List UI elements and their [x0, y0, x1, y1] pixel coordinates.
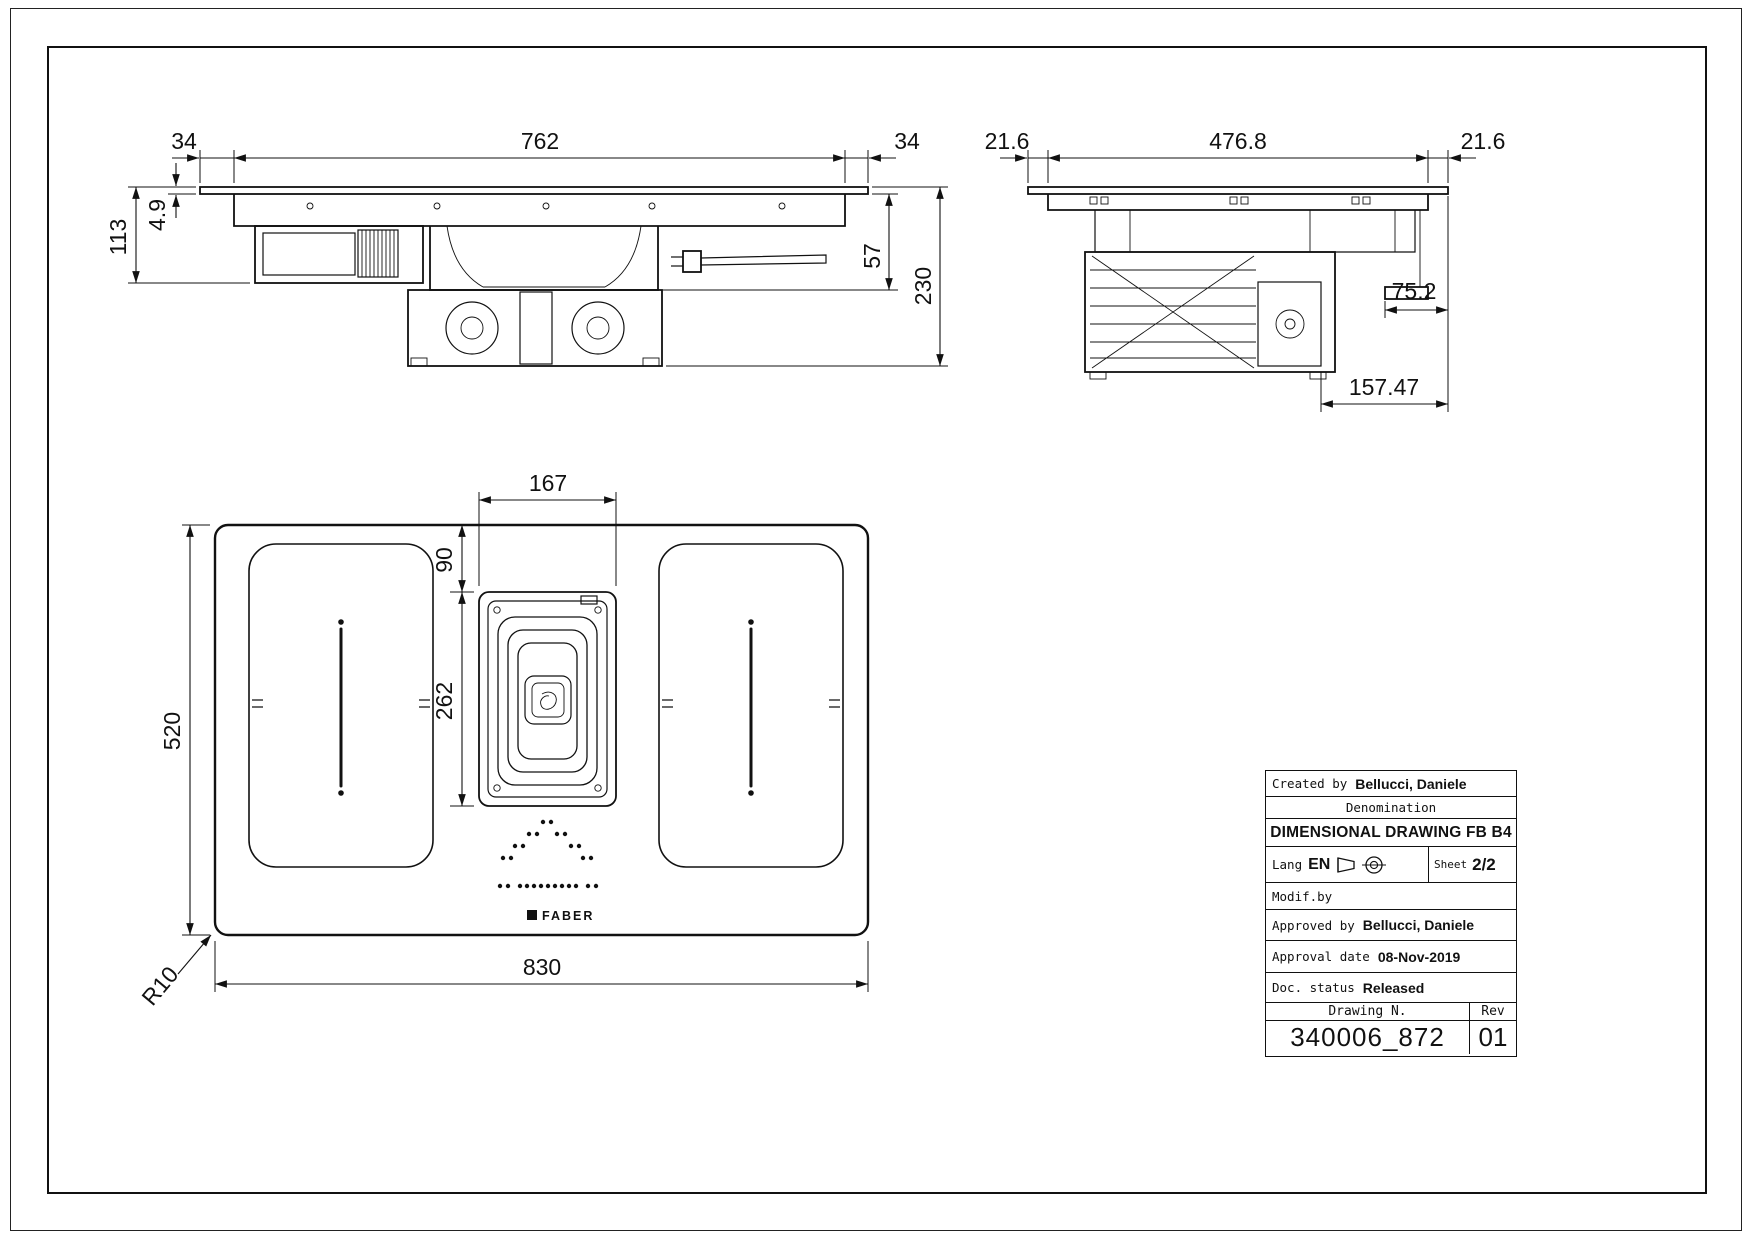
dim-front-box-height: 113: [105, 219, 131, 256]
lang-cell: Lang EN: [1266, 847, 1428, 882]
doc-status-label: Doc. status: [1272, 980, 1355, 995]
drawing-number-value: 340006_872: [1290, 1022, 1445, 1052]
denomination-value: DIMENSIONAL DRAWING FB B4: [1270, 823, 1512, 841]
title-block-approved-row: Approved by Bellucci, Daniele: [1266, 910, 1516, 941]
dim-front-duct-height: 57: [859, 243, 885, 269]
dim-side-left-margin: 21.6: [985, 128, 1030, 154]
doc-status-value: Released: [1362, 979, 1425, 996]
title-block-denomination-row: DIMENSIONAL DRAWING FB B4: [1266, 819, 1516, 847]
sheet-cell: Sheet 2/2: [1428, 847, 1516, 882]
brand-logo-text: FABER: [542, 909, 594, 923]
revision-value: 01: [1478, 1022, 1508, 1052]
title-block-approval-date-row: Approval date 08-Nov-2019: [1266, 941, 1516, 973]
title-block-created-by-row: Created by Bellucci, Daniele: [1266, 771, 1516, 797]
plan-view-dimensions: 167 90 262 520 830 R10: [136, 470, 869, 1010]
denomination-label: Denomination: [1345, 800, 1437, 815]
control-panel-dots[interactable]: [497, 819, 599, 889]
hob-outline: [213, 523, 870, 937]
approval-date-label: Approval date: [1272, 949, 1370, 964]
dim-plan-grill-height: 262: [431, 682, 457, 720]
dim-front-glass-thickness: 4.9: [144, 199, 170, 231]
mounting-bracket: [1384, 286, 1429, 300]
dim-plan-width: 830: [523, 954, 561, 980]
lang-value: EN: [1308, 855, 1331, 873]
dim-front-glass-width: 762: [521, 128, 559, 154]
left-cooking-zone: [248, 543, 434, 868]
title-block-drawing-number-row: Drawing N. 340006_872 Rev 01: [1266, 1003, 1516, 1054]
side-view-linework: [1027, 186, 1449, 380]
lang-label: Lang: [1272, 857, 1303, 872]
side-view-dimensions: 21.6 476.8 21.6 75.2 157.47: [985, 128, 1506, 412]
sheet-outer-border: [10, 8, 1742, 1231]
dim-plan-corner-radius: R10: [136, 961, 183, 1010]
approved-by-value: Bellucci, Daniele: [1362, 917, 1475, 933]
projection-symbol: [1337, 855, 1387, 874]
front-view: 34 762 34 4.9 113 57 230: [105, 128, 948, 367]
approved-by-label: Approved by: [1272, 917, 1355, 933]
dim-side-width: 476.8: [1209, 128, 1267, 154]
front-view-linework: [199, 186, 869, 367]
dim-plan-depth: 520: [159, 712, 185, 750]
approval-date-value: 08-Nov-2019: [1377, 948, 1461, 965]
title-block-modif-row: Modif.by: [1266, 883, 1516, 910]
title-block: Created by Bellucci, Daniele Denominatio…: [1265, 770, 1517, 1057]
dim-front-right-margin: 34: [894, 128, 920, 154]
side-view: 21.6 476.8 21.6 75.2 157.47: [985, 128, 1506, 412]
title-block-denomination-label-row: Denomination: [1266, 797, 1516, 819]
dim-front-left-margin: 34: [171, 128, 197, 154]
title-block-lang-sheet-row: Lang EN Sheet 2/2: [1266, 847, 1516, 883]
drawing-number-label: Drawing N.: [1266, 1003, 1469, 1021]
sheet-inner-border: [47, 46, 1707, 1194]
plan-view-linework: FABER: [213, 523, 870, 937]
drawing-number-cell: Drawing N. 340006_872: [1266, 1003, 1469, 1054]
dim-side-right-margin: 21.6: [1461, 128, 1506, 154]
power-cord: [700, 254, 827, 266]
dim-side-fan-offset: 157.47: [1349, 374, 1419, 400]
brand-logo-mark: [527, 910, 537, 920]
front-view-dimensions: 34 762 34 4.9 113 57 230: [105, 128, 948, 367]
sheet-value: 2/2: [1472, 854, 1496, 874]
power-plug: [682, 250, 702, 273]
dim-plan-grill-width: 167: [529, 470, 567, 496]
title-block-doc-status-row: Doc. status Released: [1266, 973, 1516, 1003]
revision-label: Rev: [1470, 1003, 1516, 1021]
center-grill-module: [478, 591, 617, 807]
revision-cell: Rev 01: [1469, 1003, 1516, 1054]
created-by-value: Bellucci, Daniele: [1355, 775, 1467, 792]
dim-side-bracket-offset: 75.2: [1392, 278, 1437, 304]
created-by-label: Created by: [1272, 776, 1348, 791]
sheet-label: Sheet: [1434, 858, 1468, 871]
right-cooking-zone: [658, 543, 844, 868]
dim-plan-top-gap: 90: [431, 547, 457, 573]
dim-front-total-height: 230: [910, 267, 936, 305]
modif-by-label: Modif.by: [1272, 888, 1333, 904]
plan-view: FABER 167 90 262 520 830: [136, 470, 870, 1010]
